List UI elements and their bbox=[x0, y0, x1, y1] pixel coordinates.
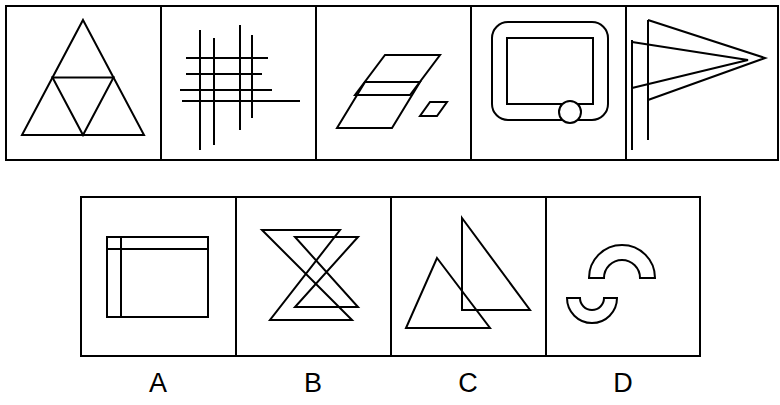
option-d-figure bbox=[567, 245, 655, 323]
option-b-figure bbox=[262, 230, 358, 320]
flag-figure bbox=[632, 20, 765, 150]
question-row-frame bbox=[6, 6, 778, 160]
grid-figure bbox=[180, 25, 300, 150]
option-c-figure bbox=[406, 218, 530, 328]
option-a-figure bbox=[107, 237, 208, 317]
option-letter: B bbox=[304, 370, 322, 397]
option-letter: D bbox=[613, 370, 633, 397]
option-letter: A bbox=[149, 370, 167, 397]
triangle-figure bbox=[22, 20, 144, 135]
options-row-frame bbox=[81, 197, 700, 356]
option-letter: C bbox=[458, 370, 478, 397]
parallelogram-figure bbox=[337, 55, 447, 128]
rounded-frame-figure bbox=[492, 22, 608, 123]
